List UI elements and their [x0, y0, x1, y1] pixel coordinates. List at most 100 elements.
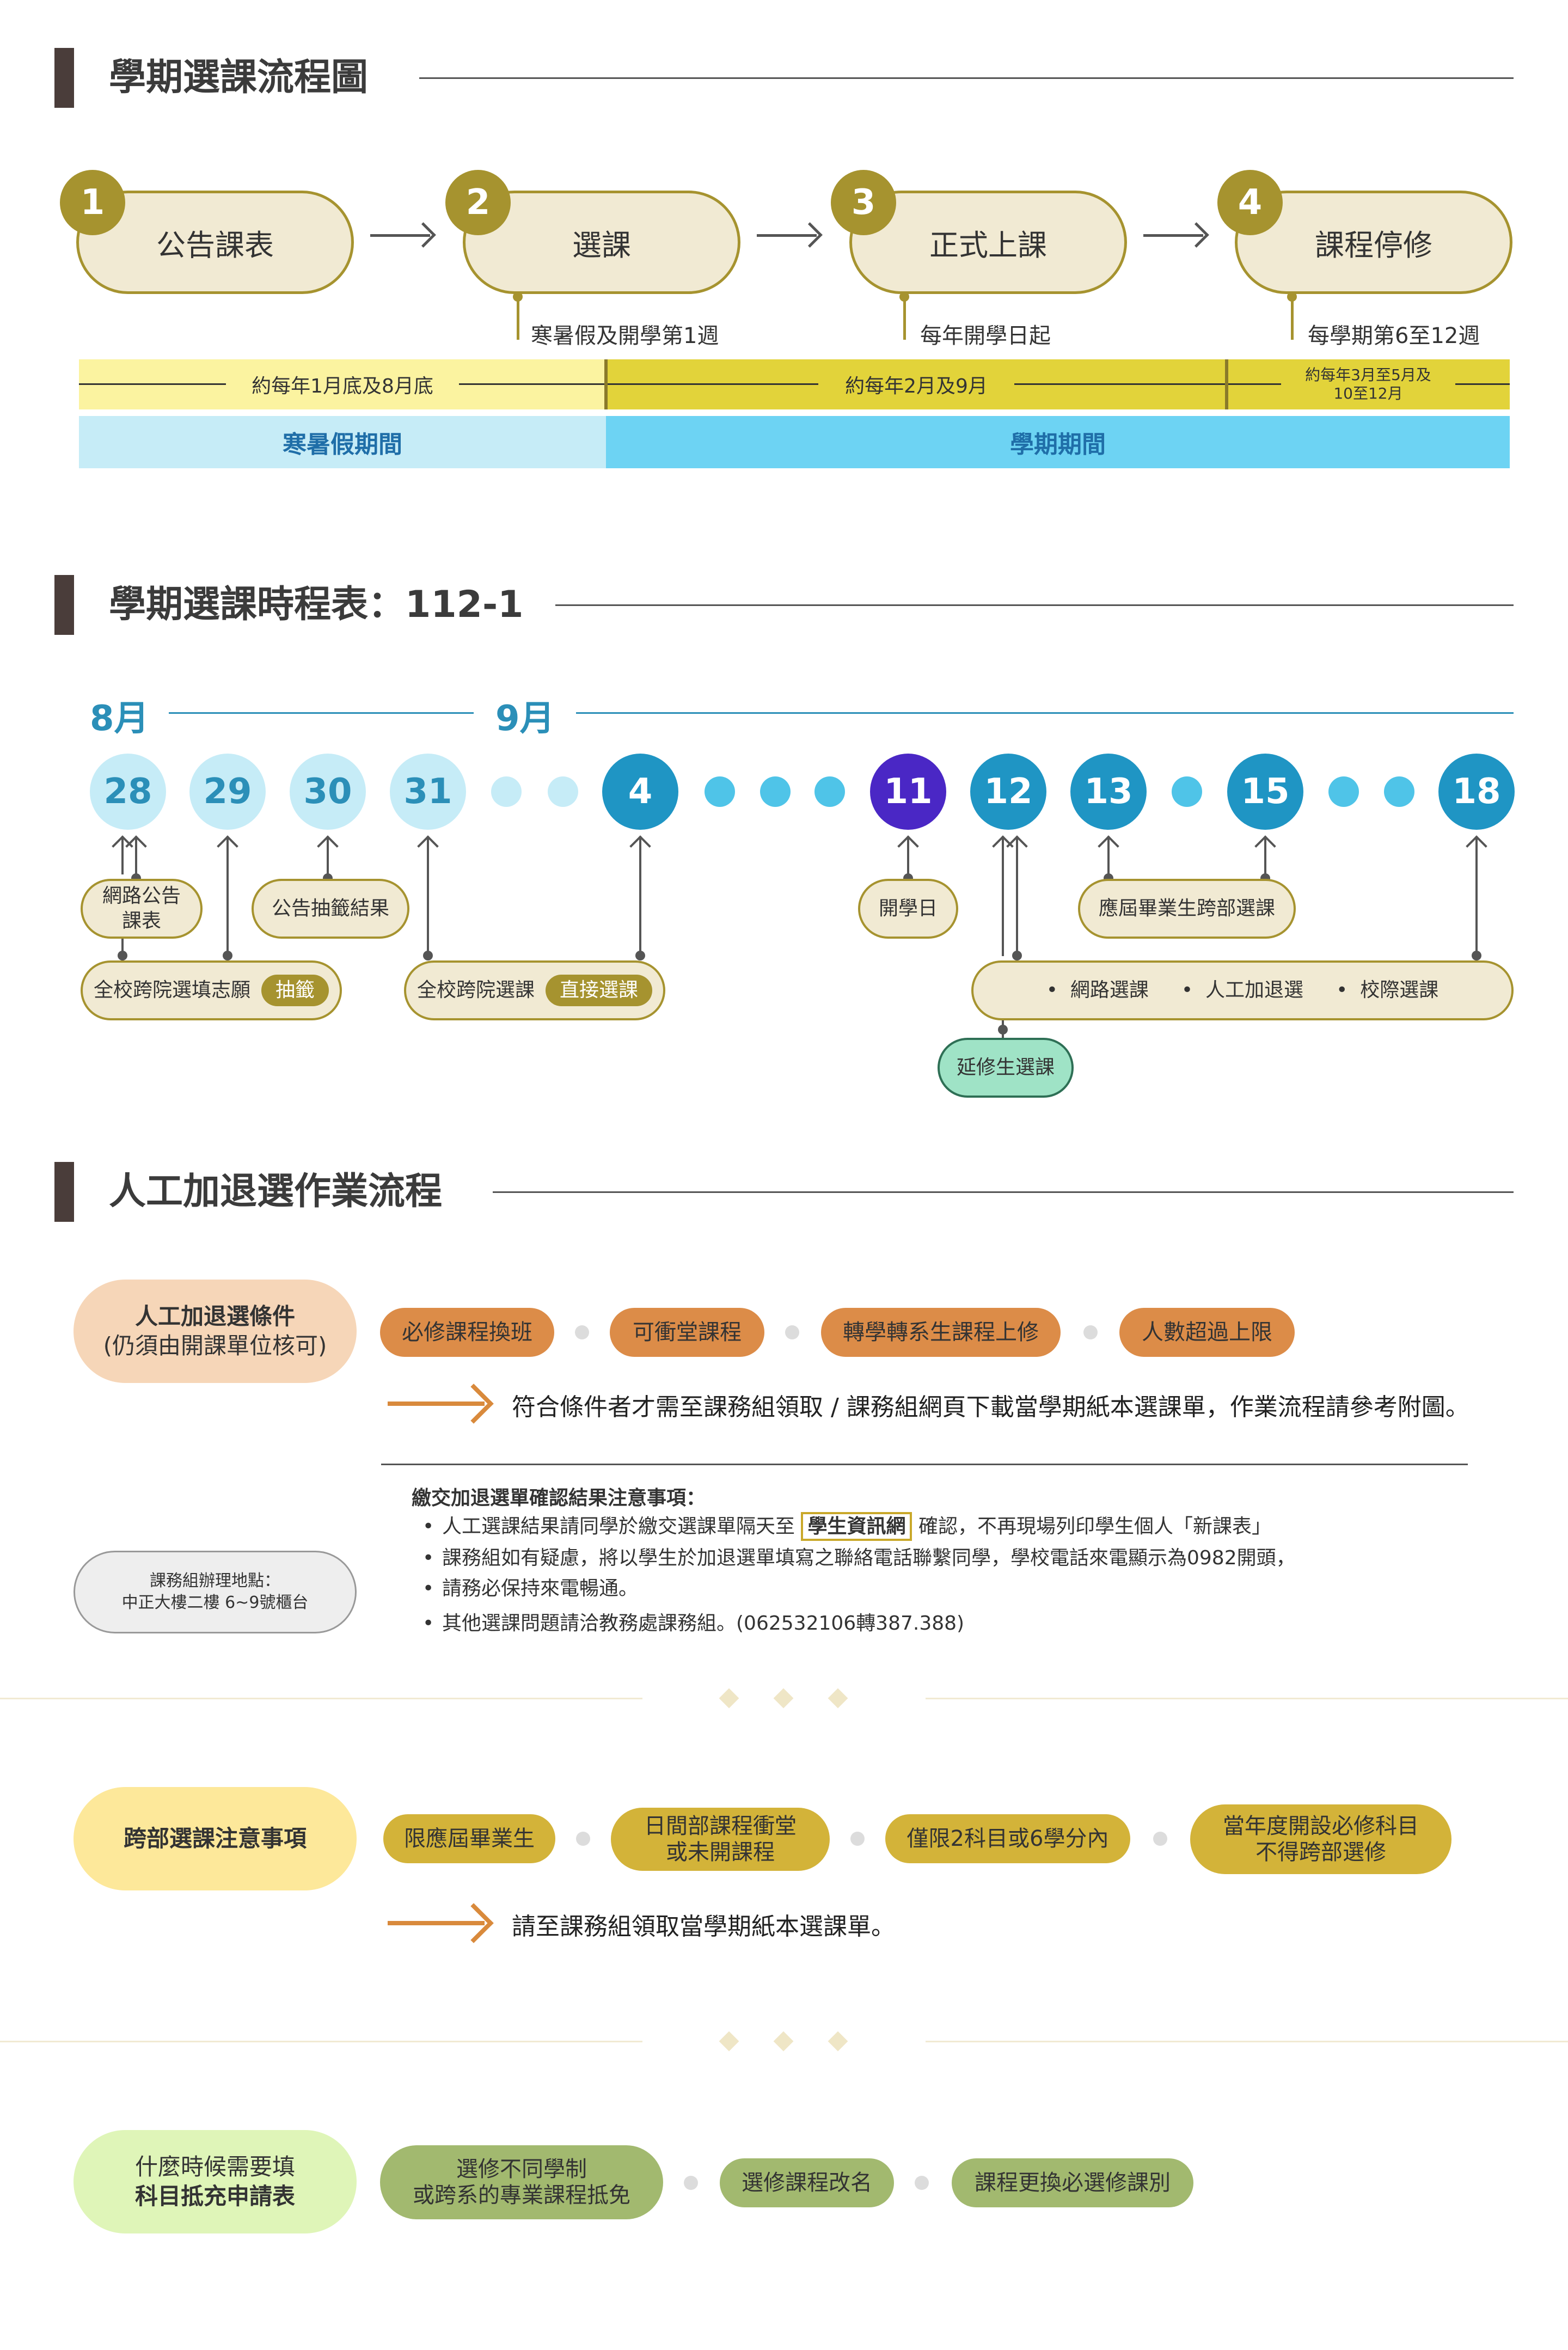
chip-credit-limit: 僅限2科目或6學分內 [885, 1814, 1130, 1863]
chip-different-program: 選修不同學制或跨系的專業課程抵免 [380, 2145, 663, 2219]
cross-instruction: 請至課務組領取當學期紙本選課單。 [512, 1913, 895, 1941]
event-cross-college-wish: 全校跨院選填志願 抽籤 [81, 960, 342, 1020]
cross-dept-badge: 跨部選課注意事項 [74, 1787, 357, 1890]
arrow-line [169, 712, 474, 714]
separator-dot [1153, 1832, 1167, 1846]
day-28: 28 [90, 754, 166, 830]
note-text: 確認，不再現場列印學生個人「新課表」 [918, 1515, 1271, 1538]
day-dot [548, 776, 578, 807]
chip-line: 或未開課程 [666, 1840, 775, 1865]
ornament-diamond [828, 1688, 848, 1709]
day-18: 18 [1438, 754, 1515, 830]
step-withdraw: 課程停修 [1235, 191, 1512, 294]
chip-capacity-exceeded: 人數超過上限 [1119, 1308, 1295, 1357]
event-line: 網路公告 [102, 885, 181, 907]
chip-seniors-only: 限應屆畢業生 [383, 1814, 555, 1863]
day-31: 31 [390, 754, 466, 830]
band-arrow-left [1455, 383, 1510, 385]
category-title-bold: 科目抵充申請表 [134, 2183, 295, 2210]
connector-dot [118, 951, 127, 960]
connector-dot [998, 1025, 1008, 1035]
arrow-line [576, 712, 1514, 714]
chip-text: 當年度開設必修科目不得跨部選修 [1223, 1813, 1419, 1865]
day-30: 30 [290, 754, 366, 830]
chip-course-renamed: 選修課程改名 [720, 2158, 894, 2207]
notes-title: 繳交加退選單確認結果注意事項： [412, 1487, 706, 1509]
day-15: 15 [1227, 754, 1303, 830]
connector [1107, 839, 1110, 877]
separator-dot [576, 1832, 590, 1846]
category-subtitle: (仍須由開課單位核可) [103, 1332, 327, 1359]
separator-dot [850, 1832, 865, 1846]
step-label: 公告課表 [156, 228, 274, 262]
event-extended-students: 延修生選課 [938, 1038, 1074, 1098]
step-number-3: 3 [831, 170, 896, 235]
connector-dot [1472, 951, 1481, 960]
step-note: 寒暑假及開學第1週 [531, 323, 719, 348]
event-senior-cross: 應屆畢業生跨部選課 [1078, 879, 1296, 939]
connector [226, 839, 229, 956]
connector [135, 839, 137, 877]
month-august: 8月 [90, 699, 149, 739]
band-arrow-left [459, 383, 606, 385]
event-cross-college-direct: 全校跨院選課 直接選課 [404, 960, 665, 1020]
arrow-right [1143, 234, 1203, 237]
connector [1475, 839, 1478, 956]
section-marker [54, 48, 74, 108]
ornament-diamond [828, 2031, 848, 2052]
category-title: 跨部選課注意事項 [123, 1825, 307, 1852]
band-withdraw: 約每年3月至5月及 10至12月 [1227, 359, 1510, 409]
band-arrow-right [606, 383, 818, 385]
separator-dot [684, 2176, 698, 2190]
note-item: 人工選課結果請同學於繳交選課單隔天至 學生資訊網 確認，不再現場列印學生個人「新… [422, 1511, 1271, 1542]
location-label: 課務組辦理地點： [150, 1571, 280, 1590]
ornament-line-right [926, 2041, 1568, 2042]
band-arrow-right [79, 383, 226, 385]
pin-dot [513, 292, 523, 302]
band-label: 約每年1月底及8月底 [241, 370, 444, 399]
connector [121, 937, 124, 960]
event-first-day: 開學日 [858, 879, 958, 939]
section-marker [54, 1162, 74, 1222]
band-label-line: 10至12月 [1333, 384, 1403, 402]
chip-text: 日間部課程衝堂或未開課程 [644, 1813, 797, 1865]
manual-instruction: 符合條件者才需至課務組領取 / 課務組網頁下載當學期紙本選課單，作業流程請參考附… [512, 1393, 1469, 1421]
day-11: 11 [870, 754, 946, 830]
connector-dot [423, 951, 433, 960]
category-title: 人工加退選條件 [134, 1303, 295, 1330]
section-rule [419, 77, 1514, 79]
day-dot [814, 776, 845, 807]
connector [1264, 839, 1266, 877]
section-marker [54, 575, 74, 635]
day-29: 29 [189, 754, 266, 830]
day-dot [491, 776, 522, 807]
month-september: 9月 [495, 699, 555, 739]
notes-divider [381, 1464, 1468, 1465]
step-select: 選課 [463, 191, 740, 294]
band-label-line: 約每年3月至5月及 [1305, 366, 1431, 384]
event-item-text: 校際選課 [1360, 979, 1439, 1001]
separator-dot [575, 1325, 589, 1339]
chip-text: 選修不同學制或跨系的專業課程抵免 [413, 2156, 630, 2208]
separator-dot [1083, 1325, 1098, 1339]
ornament-diamond [719, 2031, 739, 2052]
chip-day-conflict: 日間部課程衝堂或未開課程 [611, 1808, 830, 1871]
event-text: 全校跨院選課 [416, 979, 535, 1001]
band-divider [1225, 359, 1228, 409]
student-portal-link[interactable]: 學生資訊網 [801, 1512, 912, 1541]
manual-condition-badge: 人工加退選條件 (仍須由開課單位核可) [74, 1280, 357, 1383]
arrow-right [388, 1921, 485, 1925]
section-rule [555, 604, 1514, 606]
connector [1016, 839, 1018, 956]
chip-line: 當年度開設必修科目 [1223, 1814, 1419, 1839]
note-item: 其他選課問題請洽教務處課務組。(062532106轉387.388) [422, 1608, 964, 1639]
chip-required-switch: 必修課程換班 [380, 1308, 554, 1357]
step-number-4: 4 [1217, 170, 1283, 235]
section-title-manual: 人工加退選作業流程 [109, 1170, 443, 1213]
connector-dot [1012, 951, 1022, 960]
band-divider [604, 359, 608, 409]
arrow-right [388, 1402, 485, 1406]
day-4: 4 [602, 754, 678, 830]
chip-line: 選修不同學制 [456, 2157, 587, 2182]
event-announce-schedule: 網路公告課表 [81, 879, 203, 939]
